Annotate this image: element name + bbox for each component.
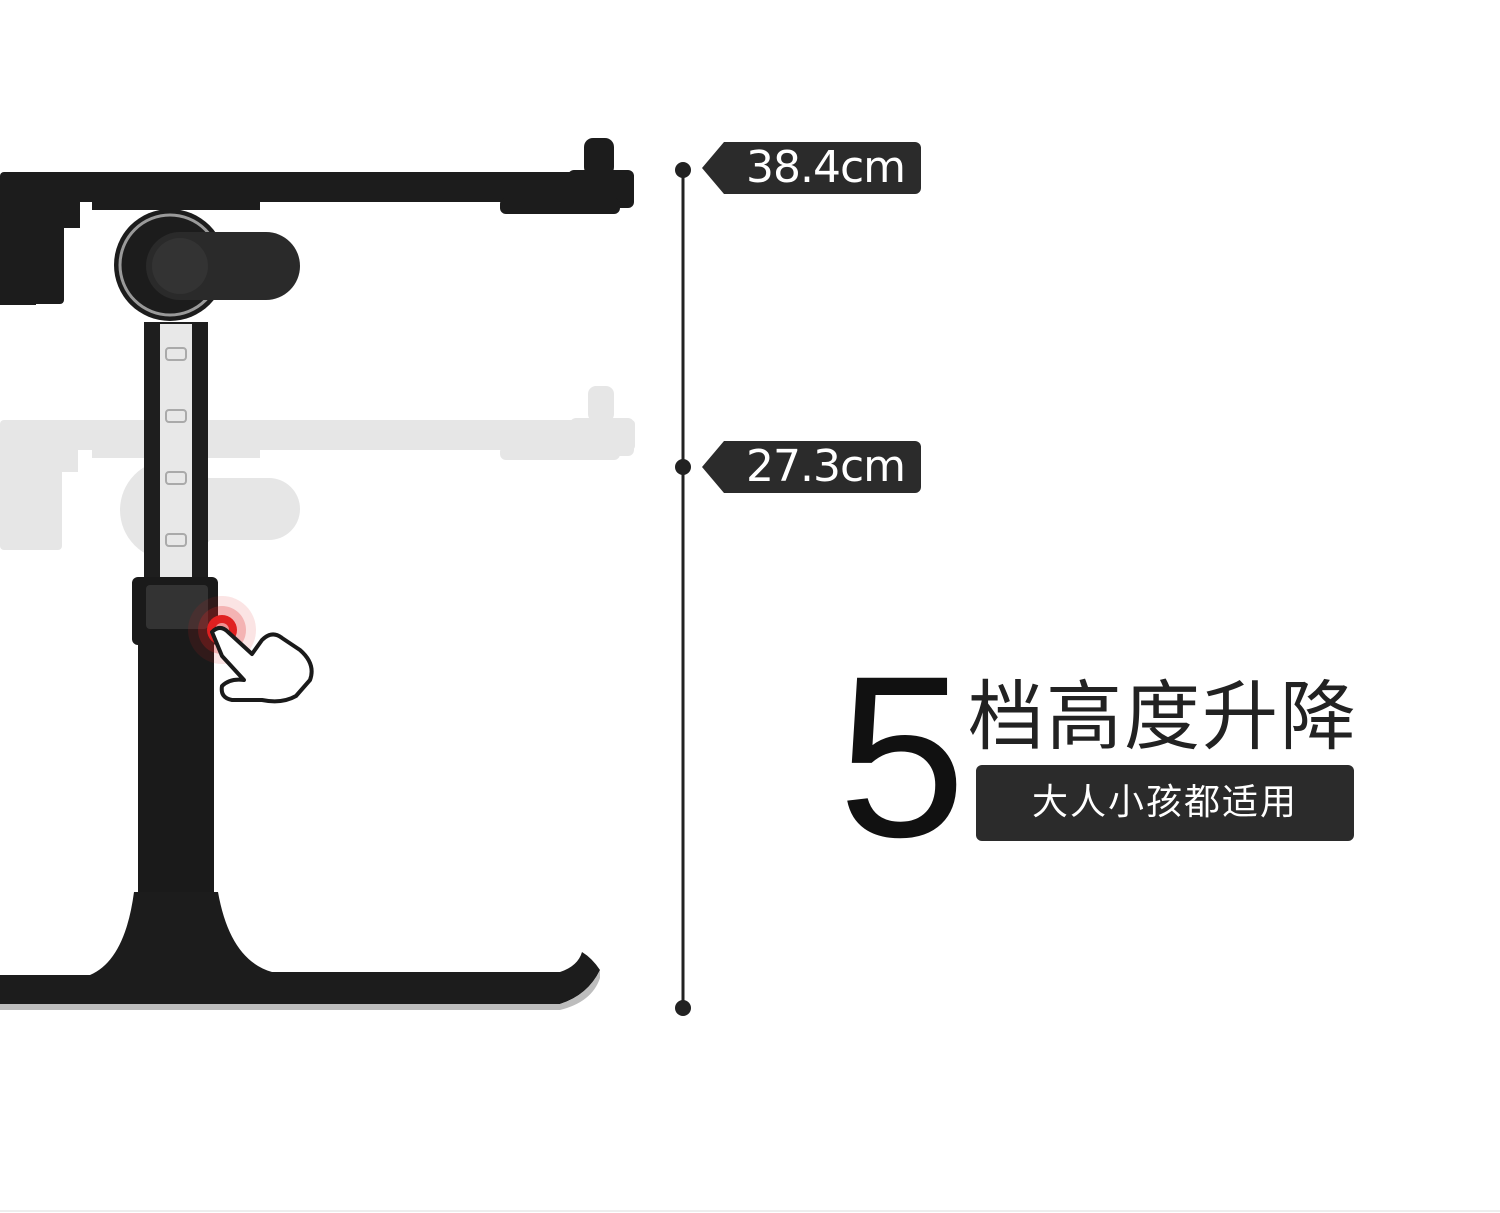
lowered-position-ghost xyxy=(0,386,635,560)
upper-post xyxy=(144,322,208,584)
base-foot xyxy=(0,892,600,1004)
levels-number: 5 xyxy=(838,628,966,885)
max-height-label: 38.4cm xyxy=(701,142,922,194)
lock-collar xyxy=(132,577,218,645)
min-height-label: 27.3cm xyxy=(701,441,922,493)
measurement-scale xyxy=(675,162,691,1016)
lower-post xyxy=(138,643,214,893)
levels-title: 档高度升降 xyxy=(968,672,1358,761)
levels-subtitle-badge: 大人小孩都适用 xyxy=(976,765,1354,841)
hinge-knob xyxy=(114,209,300,321)
pointing-hand-icon xyxy=(210,626,314,704)
raised-tray xyxy=(0,138,634,305)
base-foot-edge xyxy=(0,970,600,1010)
